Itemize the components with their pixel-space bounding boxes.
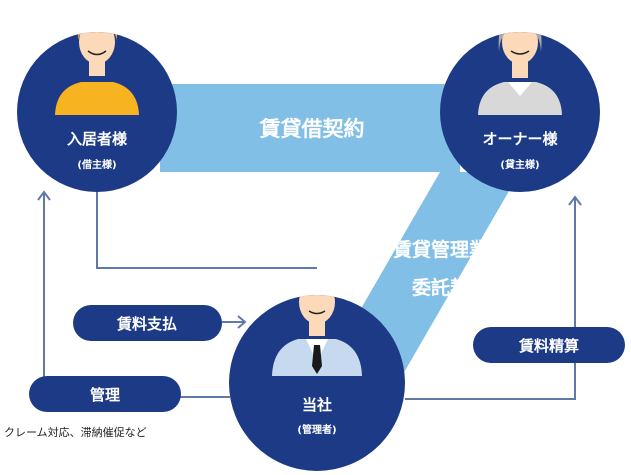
rent-settlement-label: 賃料精算 bbox=[518, 337, 579, 355]
management-contract-line1: 賃貸管理業務 bbox=[392, 238, 508, 261]
settlement-arrow-line bbox=[405, 197, 576, 400]
company-circle bbox=[229, 295, 405, 471]
owner-subtitle: (貸主様) bbox=[500, 158, 539, 171]
management-arrowhead bbox=[37, 190, 51, 201]
management-label: 管理 bbox=[90, 386, 120, 404]
rent-payment-pill: 賃料支払 bbox=[73, 305, 222, 341]
rent-payment-label: 賃料支払 bbox=[116, 315, 177, 333]
tenant-to-payment-line bbox=[96, 190, 317, 269]
settlement-arrowhead bbox=[568, 195, 582, 206]
lease-contract-label: 賃貸借契約 bbox=[259, 117, 365, 141]
tenant-subtitle: (借主様) bbox=[77, 158, 116, 171]
owner-node: オーナー様 (貸主様) bbox=[440, 32, 600, 192]
owner-person-icon bbox=[478, 32, 562, 115]
rent-settlement-pill: 賃料精算 bbox=[473, 327, 625, 363]
tenant-person-icon bbox=[55, 32, 139, 115]
owner-title: オーナー様 bbox=[482, 130, 558, 148]
lease-contract-band bbox=[160, 84, 460, 172]
company-node: 当社 (管理者) bbox=[229, 295, 405, 471]
tenant-title: 入居者様 bbox=[67, 130, 128, 148]
company-title: 当社 bbox=[302, 396, 332, 414]
manager-person-icon bbox=[272, 295, 362, 376]
management-contract-line2: 委託契約 bbox=[411, 276, 488, 299]
management-arrow-line bbox=[43, 192, 230, 398]
tenant-node: 入居者様 (借主様) bbox=[17, 32, 177, 192]
management-note: クレーム対応、滞納催促など bbox=[4, 425, 147, 439]
management-pill: 管理 bbox=[29, 376, 181, 412]
payment-arrowhead bbox=[237, 315, 247, 329]
company-subtitle: (管理者) bbox=[297, 423, 336, 436]
